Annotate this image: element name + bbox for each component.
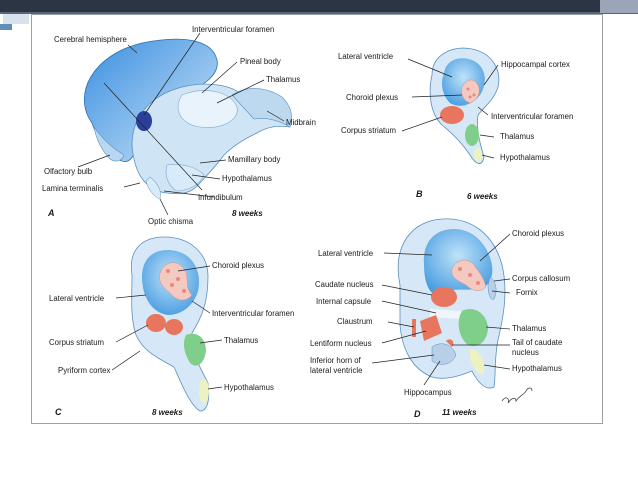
label-optic-chiasma: Optic chisma — [148, 217, 194, 226]
corpus-striatum-c1 — [146, 314, 166, 332]
slide-corner-accent — [3, 14, 29, 24]
label-thalamus: Thalamus — [266, 75, 300, 84]
midbrain-shape — [231, 88, 292, 128]
panel-d-age: 11 weeks — [442, 408, 477, 417]
label-pineal-body: Pineal body — [240, 57, 281, 66]
label-choroid-plexus-b: Choroid plexus — [346, 93, 398, 102]
label-pyriform-cortex-c: Pyriform cortex — [58, 366, 111, 375]
label-interventricular-foramen-b: Interventricular foramen — [491, 112, 573, 121]
thalamus-d — [458, 308, 488, 347]
olfactory-bulb-shape — [93, 126, 125, 162]
label-lateral-ventricle-d: Lateral ventricle — [318, 249, 373, 258]
panel-a-age: 8 weeks — [232, 209, 263, 218]
brain-development-figure: Cerebral hemisphere Interventricular for… — [42, 25, 573, 419]
label-tail-of-caudate-line1: Tail of caudate — [512, 338, 562, 347]
panel-d: Choroid plexus Lateral ventricle Corpus … — [310, 218, 570, 419]
label-lamina-terminalis: Lamina terminalis — [42, 184, 103, 193]
choroid-plexus-b — [461, 79, 480, 104]
panel-c-letter: C — [55, 407, 62, 417]
label-caudate-nucleus-d: Caudate nucleus — [315, 280, 374, 289]
panel-d-letter: D — [414, 409, 421, 419]
panel-b-age: 6 weeks — [467, 192, 498, 201]
hypothalamus-d — [470, 349, 485, 375]
label-infundibulum: Infundibulum — [198, 193, 243, 202]
tail-of-caudate-d — [446, 339, 454, 347]
label-choroid-plexus-d: Choroid plexus — [512, 229, 564, 238]
label-cerebral-hemisphere: Cerebral hemisphere — [54, 35, 127, 44]
label-inferior-horn-line2: lateral ventricle — [310, 366, 362, 375]
figure-frame: Cerebral hemisphere Interventricular for… — [31, 14, 603, 424]
panel-c: Choroid plexus Lateral ventricle Interve… — [49, 236, 294, 417]
label-hypothalamus-d: Hypothalamus — [512, 364, 562, 373]
thalamus-bulge — [177, 90, 238, 128]
corpus-striatum-c2 — [165, 319, 183, 335]
label-thalamus-c: Thalamus — [224, 336, 258, 345]
label-hypothalamus: Hypothalamus — [222, 174, 272, 183]
label-lentiform-nucleus-d: Lentiform nucleus — [310, 339, 372, 348]
label-corpus-callosum-d: Corpus callosum — [512, 274, 570, 283]
label-lateral-ventricle-c: Lateral ventricle — [49, 294, 104, 303]
panel-a-letter: A — [47, 208, 55, 218]
internal-capsule-d — [430, 309, 462, 319]
label-hypothalamus-c: Hypothalamus — [224, 383, 274, 392]
label-corpus-striatum-b: Corpus striatum — [341, 126, 396, 135]
infundibulum-shape — [145, 176, 161, 200]
label-mamillary-body: Mamillary body — [228, 155, 281, 164]
label-fornix-d: Fornix — [516, 288, 538, 297]
panel-a: Cerebral hemisphere Interventricular for… — [42, 25, 316, 226]
slide-corner-accent-small — [0, 24, 12, 30]
thalamus-b — [465, 124, 479, 146]
hypothalamus-c — [199, 379, 209, 403]
label-interventricular-foramen-c: Interventricular foramen — [212, 309, 294, 318]
label-thalamus-b: Thalamus — [500, 132, 534, 141]
label-lateral-ventricle-b: Lateral ventricle — [338, 52, 393, 61]
panel-b: Lateral ventricle Hippocampal cortex Cho… — [338, 47, 573, 201]
illustrator-signature — [501, 387, 533, 404]
label-hippocampal-cortex-b: Hippocampal cortex — [501, 60, 570, 69]
thalamus-c — [183, 333, 206, 366]
corpus-striatum-b — [440, 106, 464, 124]
label-choroid-plexus-c: Choroid plexus — [212, 261, 264, 270]
label-interventricular-foramen: Interventricular foramen — [192, 25, 274, 34]
interventricular-foramen-spot — [136, 111, 152, 131]
panel-b-letter: B — [416, 189, 423, 199]
caudate-nucleus-d — [431, 287, 457, 307]
label-inferior-horn-line1: Inferior horn of — [310, 356, 362, 365]
slide-title-bar — [0, 0, 638, 13]
panel-c-age: 8 weeks — [152, 408, 183, 417]
hippocampus-d — [431, 343, 457, 365]
hypothalamus-b — [474, 148, 482, 162]
label-olfactory-bulb: Olfactory bulb — [44, 167, 93, 176]
title-bar-corner-accent — [600, 0, 638, 13]
label-claustrum-d: Claustrum — [337, 317, 373, 326]
label-midbrain: Midbrain — [286, 118, 316, 127]
lentiform-nucleus-d — [420, 315, 442, 341]
fornix-d — [487, 276, 497, 300]
label-hippocampus-d: Hippocampus — [404, 388, 452, 397]
hypothalamus-shape — [165, 164, 205, 192]
label-hypothalamus-b: Hypothalamus — [500, 153, 550, 162]
claustrum-d — [412, 319, 416, 337]
label-tail-of-caudate-line2: nucleus — [512, 348, 539, 357]
label-thalamus-d: Thalamus — [512, 324, 546, 333]
label-corpus-striatum-c: Corpus striatum — [49, 338, 104, 347]
title-bar-accent-line — [0, 12, 638, 14]
label-internal-capsule-d: Internal capsule — [316, 297, 371, 306]
